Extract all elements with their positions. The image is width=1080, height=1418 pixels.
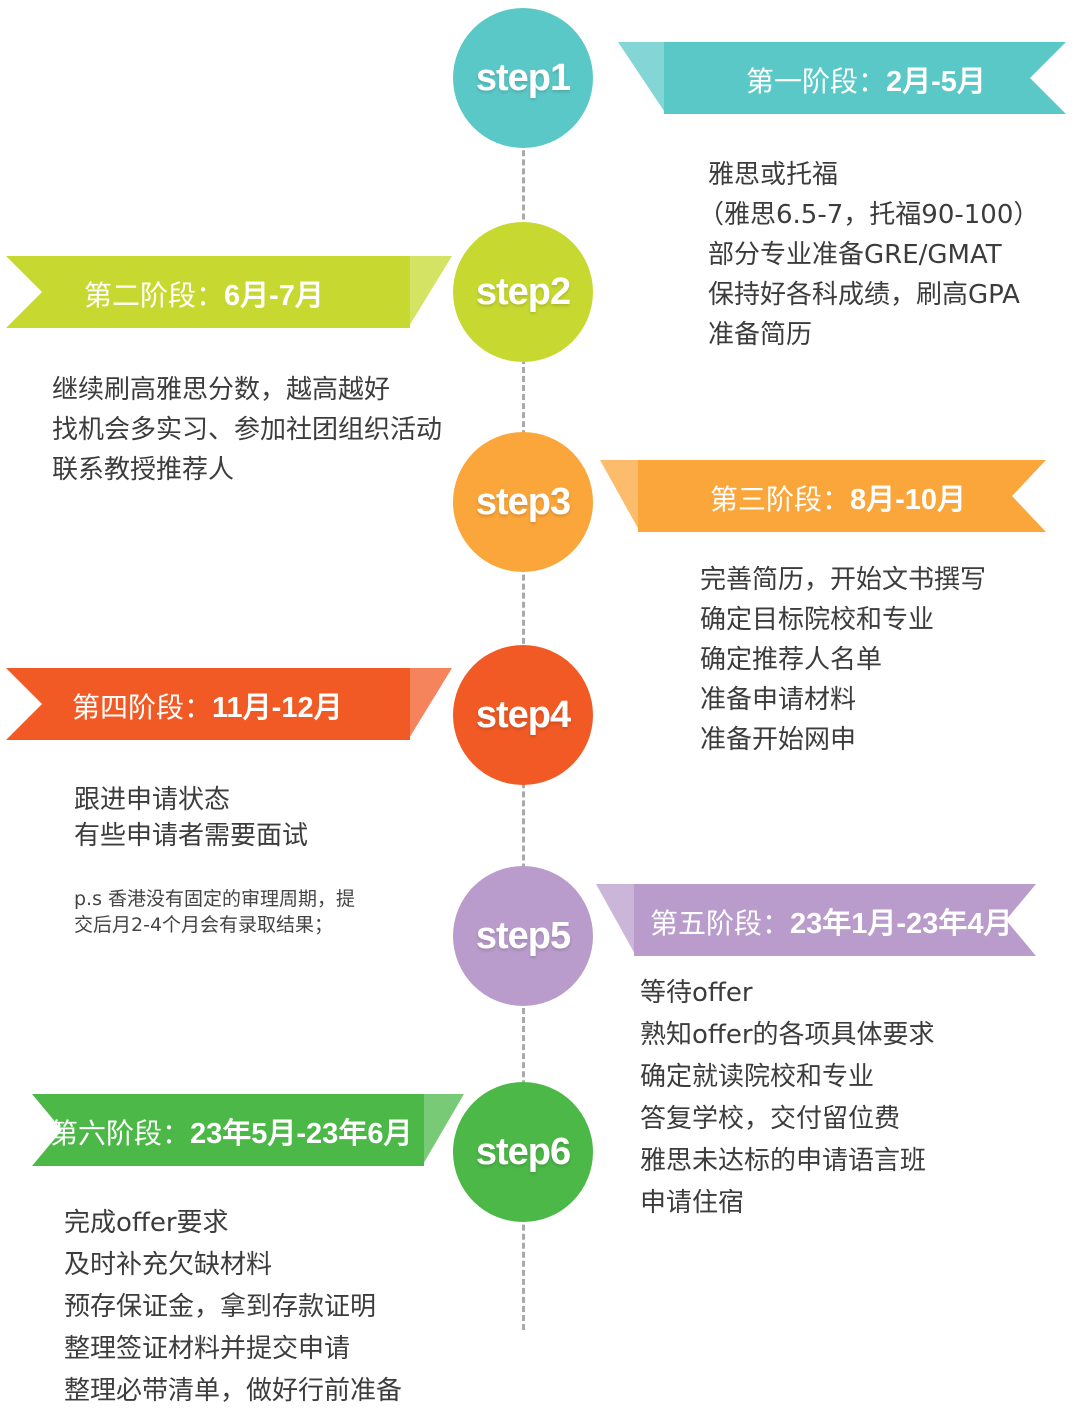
phase-6-dates: 23年5月-23年6月 (190, 1118, 413, 1150)
phase-3-tasks: 完善简历，开始文书撰写 确定目标院校和专业 确定推荐人名单 准备申请材料 准备开… (700, 560, 986, 760)
phase-3-banner: 第三阶段：8月-10月 (600, 458, 1046, 534)
task-item: 雅思未达标的申请语言班 (640, 1146, 927, 1176)
phase-5-tasks: 等待offer 熟知offer的各项具体要求 确定就读院校和专业 答复学校，交付… (640, 972, 935, 1224)
task-item: 准备开始网申 (700, 725, 857, 755)
phase-5-banner-shape (596, 884, 1036, 956)
task-item: 联系教授推荐人 (52, 455, 235, 485)
step-3-circle: step3 (453, 432, 593, 572)
task-item: 熟知offer的各项具体要求 (640, 1020, 935, 1050)
phase-1-prefix: 第一阶段： (746, 65, 887, 98)
task-item: 整理必带清单，做好行前准备 (64, 1376, 403, 1406)
phase-5-dates: 23年1月-23年4月 (790, 908, 1013, 940)
phase-1-tasks: 雅思或托福 （雅思6.5-7，托福90-100） 部分专业准备GRE/GMAT … (698, 155, 1039, 355)
task-item: 完成offer要求 (64, 1208, 229, 1238)
step-3-label: step3 (475, 480, 571, 523)
task-item: 确定目标院校和专业 (700, 605, 935, 635)
step-5-label: step5 (475, 914, 571, 957)
phase-2-banner-shape (6, 256, 452, 328)
phase-1-dates: 2月-5月 (886, 66, 986, 98)
step-4-circle: step4 (453, 645, 593, 785)
step-2-circle: step2 (453, 222, 593, 362)
task-item: 预存保证金，拿到存款证明 (64, 1292, 377, 1322)
task-item: 跟进申请状态 (74, 785, 231, 815)
step-1-label: step1 (475, 56, 571, 99)
task-item: （雅思6.5-7，托福90-100） (698, 200, 1040, 230)
phase-6-prefix: 第六阶段： (50, 1117, 191, 1150)
phase-2-tasks: 继续刷高雅思分数，越高越好 找机会多实习、参加社团组织活动 联系教授推荐人 (52, 370, 442, 490)
step-6-label: step6 (475, 1130, 571, 1173)
task-item: 完善简历，开始文书撰写 (700, 565, 987, 595)
phase-2-dates: 6月-7月 (224, 280, 324, 312)
phase-4-title: 第四阶段：11月-12月 (72, 684, 343, 726)
step-1-circle: step1 (453, 8, 593, 148)
task-item: 等待offer (640, 978, 753, 1008)
phase-6-tasks: 完成offer要求 及时补充欠缺材料 预存保证金，拿到存款证明 整理签证材料并提… (64, 1202, 402, 1412)
phase-2-banner: 第二阶段：6月-7月 (6, 254, 452, 330)
task-item: 确定推荐人名单 (700, 645, 883, 675)
phase-3-title: 第三阶段：8月-10月 (710, 476, 966, 518)
phase-4-note: p.s 香港没有固定的审理周期，提 交后月2-4个月会有录取结果； (74, 886, 355, 938)
note-line: 交后月2-4个月会有录取结果； (74, 914, 334, 936)
task-item: 准备简历 (708, 320, 813, 350)
phase-6-banner: 第六阶段：23年5月-23年6月 (32, 1092, 464, 1168)
phase-4-banner-shape (6, 668, 452, 740)
task-item: 有些申请者需要面试 (74, 821, 309, 851)
phase-4-banner: 第四阶段：11月-12月 (6, 666, 452, 742)
task-item: 保持好各科成绩，刷高GPA (708, 280, 1020, 310)
task-item: 及时补充欠缺材料 (64, 1250, 273, 1280)
phase-1-title: 第一阶段：2月-5月 (746, 58, 986, 100)
phase-1-banner-shape (618, 42, 1066, 114)
step-4-label: step4 (475, 693, 571, 736)
phase-5-prefix: 第五阶段： (650, 907, 791, 940)
task-item: 部分专业准备GRE/GMAT (708, 240, 1002, 270)
phase-3-banner-shape (600, 460, 1046, 532)
phase-6-title: 第六阶段：23年5月-23年6月 (50, 1110, 412, 1152)
phase-4-tasks: 跟进申请状态 有些申请者需要面试 (74, 782, 308, 854)
phase-2-prefix: 第二阶段： (84, 279, 225, 312)
phase-3-dates: 8月-10月 (850, 484, 967, 516)
task-item: 找机会多实习、参加社团组织活动 (52, 415, 443, 445)
task-item: 答复学校，交付留位费 (640, 1104, 901, 1134)
phase-5-title: 第五阶段：23年1月-23年4月 (650, 900, 1012, 942)
phase-4-prefix: 第四阶段： (72, 691, 213, 724)
task-item: 雅思或托福 (708, 160, 839, 190)
step-2-label: step2 (475, 270, 571, 313)
task-item: 确定就读院校和专业 (640, 1062, 875, 1092)
phase-4-dates: 11月-12月 (212, 692, 343, 724)
step-5-circle: step5 (453, 866, 593, 1006)
note-line: p.s 香港没有固定的审理周期，提 (74, 888, 356, 910)
task-item: 申请住宿 (640, 1188, 745, 1218)
task-item: 整理签证材料并提交申请 (64, 1334, 351, 1364)
phase-2-title: 第二阶段：6月-7月 (84, 272, 324, 314)
phase-1-banner: 第一阶段：2月-5月 (618, 40, 1066, 116)
task-item: 准备申请材料 (700, 685, 857, 715)
phase-3-prefix: 第三阶段： (710, 483, 851, 516)
phase-6-banner-shape (32, 1094, 464, 1166)
task-item: 继续刷高雅思分数，越高越好 (52, 375, 391, 405)
phase-5-banner: 第五阶段：23年1月-23年4月 (596, 882, 1036, 958)
step-6-circle: step6 (453, 1082, 593, 1222)
